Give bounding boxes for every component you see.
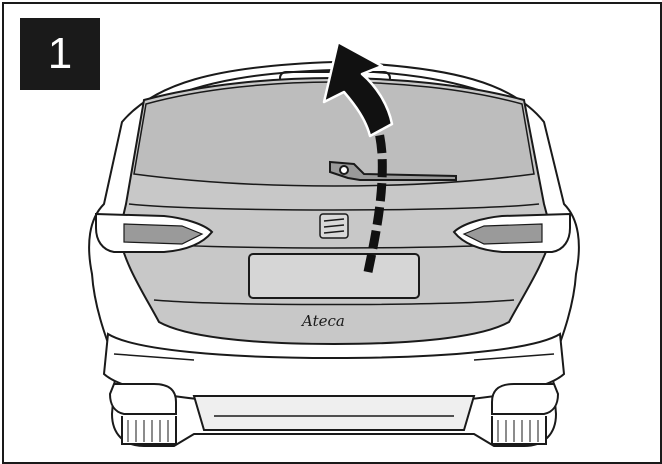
model-badge: Ateca: [300, 312, 345, 330]
seat-logo-icon: [320, 214, 348, 238]
license-plate-recess: [249, 254, 419, 298]
diffuser: [194, 396, 474, 430]
step-number: 1: [48, 29, 72, 79]
car-rear-illustration: Ateca: [4, 4, 660, 462]
step-number-badge: 1: [20, 18, 100, 90]
